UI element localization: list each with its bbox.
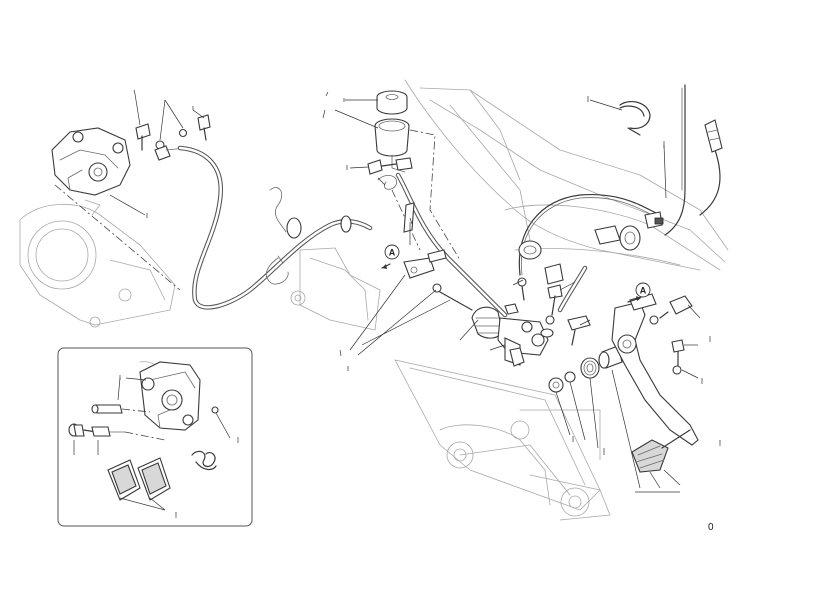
cable-clip (619, 101, 651, 136)
brake-light-switch-wire (518, 84, 723, 276)
brake-hose-fittings (517, 263, 588, 313)
rear-brake-hose (177, 145, 373, 310)
inset-brake-pads (107, 457, 171, 501)
rear-brake-caliper (51, 127, 181, 291)
reference-ticks (133, 89, 721, 455)
leader-lines (109, 93, 701, 493)
inset-spring-clip (191, 406, 219, 471)
frame-grommet (518, 240, 542, 260)
page-number: 0 (708, 522, 714, 533)
inset-pad-pins (68, 404, 166, 441)
brake-fluid-reservoir (367, 90, 461, 261)
swingarm-frame-outline (290, 79, 729, 521)
rear-master-cylinder (403, 249, 591, 367)
callout-a-right: A (627, 282, 651, 303)
caliper-bracket (19, 199, 176, 328)
inset-leader-lines (73, 375, 239, 518)
inset-detail-box (57, 347, 253, 527)
callout-a-left-label: A (389, 248, 396, 258)
reservoir-hose (395, 172, 508, 318)
callout-a-left: A (381, 244, 400, 269)
callout-a-right-label: A (640, 286, 647, 296)
inset-caliper (139, 361, 201, 431)
caliper-bolts (135, 114, 211, 161)
